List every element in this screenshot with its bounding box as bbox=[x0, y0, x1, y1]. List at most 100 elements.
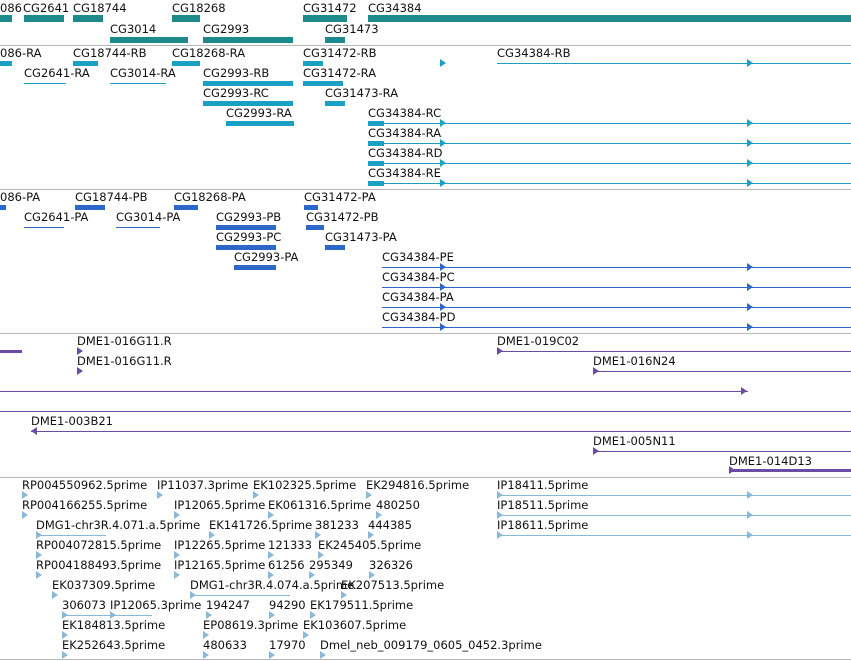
gene-label[interactable]: CG18744 bbox=[73, 1, 127, 15]
est-label[interactable]: RP004072815.5prime bbox=[36, 538, 162, 552]
protein-glyph[interactable] bbox=[0, 205, 6, 210]
est-glyph[interactable] bbox=[497, 515, 851, 516]
est-label[interactable]: EK252643.5prime bbox=[62, 638, 166, 652]
gene-glyph[interactable] bbox=[368, 15, 851, 22]
protein-label[interactable]: CG2993-PA bbox=[234, 250, 299, 264]
clone-label[interactable]: DME1-003B21 bbox=[31, 414, 113, 428]
clone-glyph[interactable] bbox=[497, 351, 851, 352]
mrna-glyph[interactable] bbox=[368, 143, 851, 144]
mrna-label[interactable]: CG31472-RB bbox=[303, 46, 377, 60]
clone-glyph[interactable] bbox=[31, 431, 851, 432]
gene-label[interactable]: CG2641 bbox=[23, 1, 70, 15]
mrna-label[interactable]: CG2993-RB bbox=[203, 66, 270, 80]
mrna-label[interactable]: CG18744-RB bbox=[73, 46, 147, 60]
mrna-label[interactable]: CG18268-RA bbox=[172, 46, 246, 60]
est-label[interactable]: RP004550962.5prime bbox=[22, 478, 148, 492]
mrna-glyph[interactable] bbox=[368, 163, 851, 164]
protein-glyph[interactable] bbox=[24, 227, 64, 228]
gene-label[interactable]: CG2993 bbox=[203, 22, 250, 36]
mrna-glyph[interactable] bbox=[303, 61, 323, 66]
protein-label[interactable]: CG34384-PE bbox=[382, 250, 454, 264]
est-label[interactable]: EK184813.5prime bbox=[62, 618, 166, 632]
est-label[interactable]: IP11037.3prime bbox=[157, 478, 249, 492]
est-glyph[interactable] bbox=[190, 595, 290, 596]
mrna-label[interactable]: CG31473-RA bbox=[325, 86, 399, 100]
est-label[interactable]: 194247 bbox=[206, 598, 250, 612]
est-label[interactable]: IP12065.5prime bbox=[174, 498, 266, 512]
clone-glyph[interactable] bbox=[0, 350, 22, 353]
est-label[interactable]: 444385 bbox=[368, 518, 412, 532]
est-label[interactable]: 480633 bbox=[203, 638, 247, 652]
gene-glyph[interactable] bbox=[0, 15, 12, 22]
protein-glyph[interactable] bbox=[306, 225, 324, 230]
clone-glyph[interactable] bbox=[0, 391, 748, 392]
clone-label[interactable]: DME1-019C02 bbox=[497, 334, 580, 348]
mrna-glyph[interactable] bbox=[110, 83, 166, 84]
est-label[interactable]: IP18411.5prime bbox=[497, 478, 589, 492]
clone-glyph[interactable] bbox=[593, 371, 851, 372]
protein-label[interactable]: CG31473-PA bbox=[325, 230, 397, 244]
est-label[interactable]: IP12165.5prime bbox=[174, 558, 266, 572]
est-label[interactable]: EK245405.5prime bbox=[318, 538, 422, 552]
gene-glyph[interactable] bbox=[203, 37, 293, 43]
est-label[interactable]: EK102325.5prime bbox=[253, 478, 357, 492]
est-label[interactable]: DMG1-chr3R.4.071.a.5prime bbox=[36, 518, 201, 532]
gene-glyph[interactable] bbox=[325, 37, 345, 43]
est-label[interactable]: EK179511.5prime bbox=[310, 598, 414, 612]
est-label[interactable]: IP12265.5prime bbox=[174, 538, 266, 552]
gene-label[interactable]: CG31472 bbox=[303, 1, 357, 15]
protein-label[interactable]: CG31472-PB bbox=[306, 210, 379, 224]
mrna-glyph[interactable] bbox=[203, 101, 293, 106]
mrna-label[interactable]: CG2993-RC bbox=[203, 86, 269, 100]
protein-glyph[interactable] bbox=[382, 307, 851, 308]
protein-glyph[interactable] bbox=[116, 227, 160, 228]
mrna-glyph[interactable] bbox=[226, 121, 294, 126]
est-label[interactable]: 94290 bbox=[269, 598, 306, 612]
est-label[interactable]: DMG1-chr3R.4.074.a.5prime bbox=[190, 578, 355, 592]
clone-glyph[interactable] bbox=[729, 469, 851, 472]
protein-label[interactable]: CG2641-PA bbox=[24, 210, 89, 224]
gene-glyph[interactable] bbox=[24, 15, 64, 22]
est-label[interactable]: 61256 bbox=[268, 558, 305, 572]
gene-label[interactable]: CG18268 bbox=[172, 1, 226, 15]
gene-label[interactable]: CG3014 bbox=[110, 22, 157, 36]
gene-label[interactable]: CG34384 bbox=[368, 1, 422, 15]
est-label[interactable]: RP004166255.5prime bbox=[22, 498, 148, 512]
gene-glyph[interactable] bbox=[303, 15, 347, 22]
clone-label[interactable]: DME1-016N24 bbox=[593, 354, 676, 368]
protein-glyph[interactable] bbox=[174, 205, 198, 210]
est-label[interactable]: EK103607.5prime bbox=[303, 618, 407, 632]
protein-glyph[interactable] bbox=[382, 327, 851, 328]
clone-glyph[interactable] bbox=[0, 411, 851, 412]
mrna-glyph[interactable] bbox=[325, 101, 345, 106]
est-label[interactable]: IP18611.5prime bbox=[497, 518, 589, 532]
est-glyph[interactable] bbox=[497, 535, 851, 536]
mrna-label[interactable]: CG34384-RB bbox=[497, 46, 571, 60]
protein-label[interactable]: CG2993-PC bbox=[216, 230, 282, 244]
est-label[interactable]: RP004188493.5prime bbox=[36, 558, 162, 572]
gene-glyph[interactable] bbox=[73, 15, 103, 22]
est-label[interactable]: Dmel_neb_009179_0605_0452.3prime bbox=[320, 638, 542, 652]
mrna-glyph[interactable] bbox=[0, 61, 12, 66]
mrna-label[interactable]: CG34384-RE bbox=[368, 166, 441, 180]
mrna-label[interactable]: CG34384-RC bbox=[368, 106, 442, 120]
mrna-label[interactable]: CG31472-RA bbox=[303, 66, 377, 80]
mrna-glyph[interactable] bbox=[497, 63, 851, 64]
est-glyph[interactable] bbox=[62, 615, 152, 616]
mrna-label[interactable]: CG34384-RA bbox=[368, 126, 442, 140]
est-label[interactable]: 306073 bbox=[62, 598, 106, 612]
est-label[interactable]: 480250 bbox=[376, 498, 420, 512]
mrna-label[interactable]: 086-RA bbox=[0, 46, 42, 60]
mrna-label[interactable]: CG2641-RA bbox=[24, 66, 90, 80]
est-label[interactable]: 381233 bbox=[315, 518, 359, 532]
protein-glyph[interactable] bbox=[382, 267, 851, 268]
protein-label[interactable]: CG2993-PB bbox=[216, 210, 282, 224]
mrna-glyph[interactable] bbox=[368, 123, 851, 124]
protein-glyph[interactable] bbox=[304, 205, 318, 210]
clone-label[interactable]: DME1-014D13 bbox=[729, 454, 812, 468]
gene-label[interactable]: 086 bbox=[0, 1, 22, 15]
clone-label[interactable]: DME1-016G11.R bbox=[77, 334, 172, 348]
est-label[interactable]: EK294816.5prime bbox=[366, 478, 470, 492]
protein-label[interactable]: CG18268-PA bbox=[174, 190, 246, 204]
protein-glyph[interactable] bbox=[216, 225, 276, 230]
